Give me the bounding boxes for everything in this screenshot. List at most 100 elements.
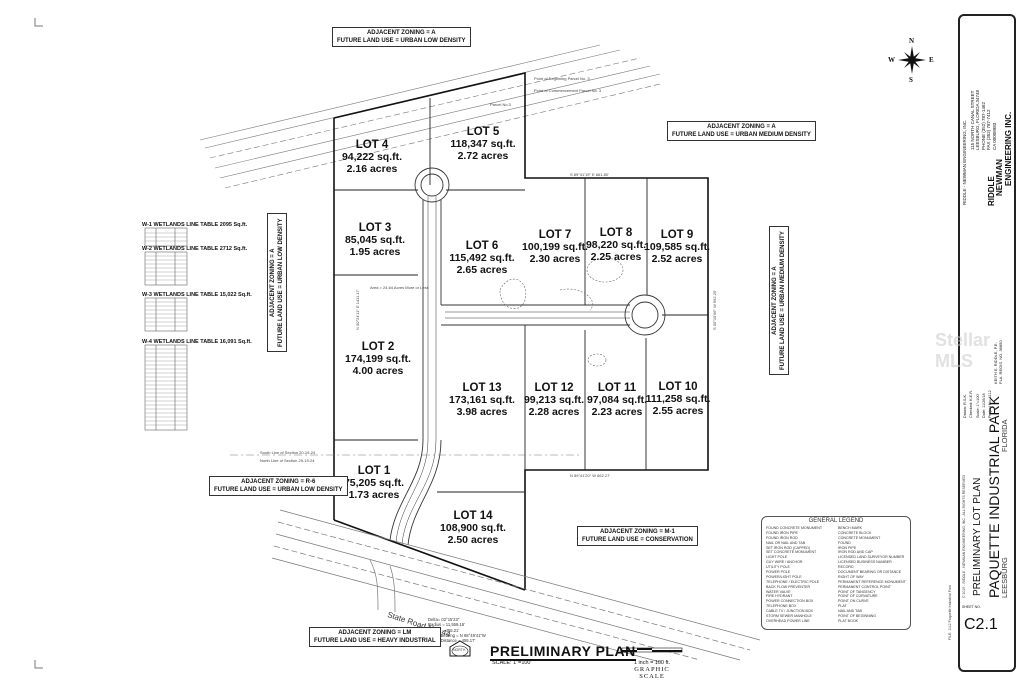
- logo-triangle-icon: [966, 170, 1004, 208]
- legend-item: CONCRETE BLOCK: [838, 530, 872, 535]
- compass-east-label: E: [929, 56, 934, 64]
- zoning-southeast: ADJACENT ZONING = M-1 FUTURE LAND USE = …: [577, 526, 698, 547]
- zoning-line: ADJACENT ZONING = R-6: [241, 479, 316, 485]
- compass-rose-icon: [898, 46, 926, 74]
- lot-10-label: LOT 10 111,258 sq.ft. 2.55 acres: [646, 381, 711, 417]
- legend-item: POWER/LIGHT POLE: [766, 574, 802, 579]
- legend-item: OVERHEAD POWER LINE: [766, 618, 810, 623]
- compass-west-label: W: [888, 56, 895, 64]
- lot-name: LOT 8: [599, 227, 633, 239]
- lot-sqft: 94,222 sq.ft.: [341, 150, 403, 163]
- zoning-line: ADJACENT ZONING = M-1: [600, 529, 675, 535]
- lot-2-label: LOT 2 174,199 sq.ft. 4.00 acres: [345, 341, 411, 377]
- drawing-info: Drawn: R.S.K. Checked: K.E.R. Scale: 1"=…: [962, 390, 993, 418]
- zoning-east: ADJACENT ZONING = A FUTURE LAND USE = UR…: [769, 226, 790, 375]
- zoning-west: ADJACENT ZONING = A FUTURE LAND USE = UR…: [267, 213, 288, 352]
- legend-item: RECORD: [838, 565, 854, 570]
- curve-radius: Radius = 11,559.16': [428, 622, 465, 628]
- legend-item: PLAT BOOK: [838, 618, 859, 623]
- compass-south-label: S: [909, 76, 913, 84]
- legend-item: SET IRON ROD (CAPPED): [766, 545, 811, 550]
- lot-acres: 1.95 acres: [349, 245, 401, 258]
- legend-left-column: FOUND CONCRETE MONUMENT FOUND IRON PIPE …: [766, 526, 838, 624]
- area-note: Area = 24.64 Acres More or Less: [370, 285, 429, 290]
- lot-12-label: LOT 12 99,213 sq.ft. 2.28 acres: [524, 382, 584, 418]
- compass-north-label: N: [909, 37, 915, 45]
- north-arrow-label: NORTH: [453, 648, 466, 652]
- bearing-bottom: N 89°41'20" W 662.27': [570, 473, 611, 478]
- legend-item: BENCH MARK: [838, 526, 862, 530]
- graphic-scale: 1 inch = 100 ft. GRAPHIC SCALE: [622, 660, 682, 680]
- legend-item: FIRE HYDRANT: [766, 594, 793, 599]
- legend-item: PERMANENT CONTROL POINT: [838, 584, 891, 589]
- legend-item: PERMANENT REFERENCE MONUMENT: [838, 579, 906, 584]
- legend-item: POINT OF CURVATURE: [838, 594, 878, 599]
- lot-name: LOT 2: [361, 341, 395, 353]
- lot-sqft: 75,205 sq.ft.: [343, 476, 405, 489]
- curve-delta: Delta= 02°15'23": [428, 617, 460, 622]
- legend-item: POINT ON CURVE: [838, 599, 869, 604]
- project-city: LEESBURG: [1000, 557, 1009, 598]
- lot-acres: 2.16 acres: [346, 162, 398, 175]
- graphic-scale-ratio: 1 inch = 100 ft.: [633, 660, 671, 666]
- legend-item: NAIL AND TAB: [838, 609, 862, 614]
- lot-name: LOT 9: [660, 229, 694, 241]
- lot-acres: 3.98 acres: [456, 405, 508, 418]
- lot-name: LOT 14: [453, 510, 493, 522]
- lot-3-label: LOT 3 85,045 sq.ft. 1.95 acres: [345, 222, 405, 258]
- legend-item: FOUND: [838, 540, 851, 545]
- legend-title: GENERAL LEGEND: [808, 518, 864, 524]
- checked-by: Checked: K.E.R.: [969, 389, 974, 418]
- general-legend: GENERAL LEGEND FOUND CONCRETE MONUMENT F…: [761, 516, 911, 630]
- point-of-beginning: Point of Beginning Parcel No. 3: [534, 76, 590, 81]
- curve-chord-distance: Chord Distance = 455.17': [428, 638, 476, 643]
- zoning-line: ADJACENT ZONING = A: [366, 30, 436, 36]
- lot-sqft: 108,900 sq.ft.: [440, 521, 506, 534]
- lot-acres: 1.73 acres: [348, 488, 400, 501]
- lot-acres: 2.72 acres: [457, 149, 509, 162]
- legend-item: FOUND CONCRETE MONUMENT: [766, 526, 823, 530]
- legend-item: POWER POLE: [766, 570, 791, 575]
- bearing-east: S 00°10'06" W 992.29': [712, 290, 717, 330]
- zoning-line: FUTURE LAND USE = URBAN MEDIUM DENSITY: [672, 132, 811, 139]
- lot-8-label: LOT 8 98,220 sq.ft. 2.25 acres: [586, 227, 646, 263]
- lot-acres: 2.30 acres: [529, 252, 581, 265]
- zoning-northeast: ADJACENT ZONING = A FUTURE LAND USE = UR…: [667, 121, 816, 142]
- plan-title: PRELIMINARY PLAN: [490, 643, 636, 661]
- legend-item: RIGHT OF WAY: [838, 574, 864, 579]
- lot-9-label: LOT 9 109,585 sq.ft. 2.52 acres: [644, 229, 710, 265]
- legend-item: PLAT: [838, 604, 847, 609]
- address-line: LEESBURG, FLORIDA 34748: [975, 89, 981, 150]
- lot-name: LOT 7: [538, 229, 572, 241]
- lot-acres: 4.00 acres: [352, 364, 404, 377]
- lot-sqft: 99,213 sq.ft.: [523, 393, 585, 406]
- legend-item: STORM SEWER MANHOLE: [766, 614, 812, 619]
- legend-item: FOUND IRON PIPE: [766, 530, 798, 535]
- lot-sqft: 98,220 sq.ft.: [585, 238, 647, 251]
- lot-acres: 2.55 acres: [652, 404, 704, 417]
- zoning-line: ADJACENT ZONING = A: [707, 124, 776, 130]
- sheet-title: PRELIMINARY LOT PLAN: [972, 477, 983, 596]
- zoning-line: ADJACENT ZONING = A: [772, 266, 778, 335]
- zoning-line: FUTURE LAND USE = URBAN MEDIUM DENSITY: [780, 231, 787, 370]
- lot-14-label: LOT 14 108,900 sq.ft. 2.50 acres: [440, 510, 506, 546]
- lot-name: LOT 12: [534, 382, 574, 394]
- curve-data: Delta= 02°15'23" Radius = 11,559.16' Len…: [428, 617, 486, 643]
- zoning-line: FUTURE LAND USE = URBAN LOW DENSITY: [337, 38, 466, 45]
- lot-sqft: 115,492 sq.ft.: [449, 251, 515, 264]
- legend-item: SET CONCRETE MONUMENT: [766, 550, 817, 555]
- lot-name: LOT 10: [658, 381, 698, 393]
- zoning-north: ADJACENT ZONING = A FUTURE LAND USE = UR…: [332, 27, 471, 48]
- lot-name: LOT 3: [358, 222, 392, 234]
- lot-11-label: LOT 11 97,084 sq.ft. 2.23 acres: [587, 382, 647, 418]
- lot-acres: 2.65 acres: [456, 263, 508, 276]
- legend-item: LIGHT POLE: [766, 555, 788, 560]
- plan-scale: SCALE: 1"=100': [492, 660, 532, 666]
- lot-sqft: 118,347 sq.ft.: [450, 137, 516, 150]
- sheet-number: C2.1: [964, 616, 998, 633]
- legend-item: NAIL OR NAIL AND TAB: [766, 540, 806, 545]
- zoning-line: ADJACENT ZONING = A: [270, 248, 276, 318]
- bearing-top: S 89°41'19" E 661.80': [570, 172, 609, 177]
- legend-item: LICENSED BUSINESS NUMBER: [838, 560, 892, 565]
